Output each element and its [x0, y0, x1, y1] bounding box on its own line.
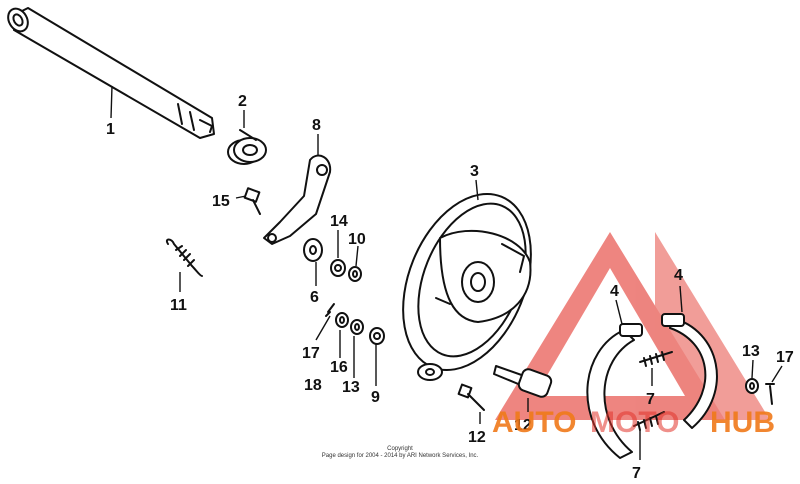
callout-6: 6 [310, 289, 319, 306]
callout-13-right: 13 [742, 343, 760, 360]
part-spring-11 [165, 238, 203, 277]
part-nut-16 [335, 312, 349, 328]
watermark-text-moto: MOTO [590, 406, 679, 439]
callout-17-right: 17 [776, 349, 794, 366]
part-cam-shaft [493, 365, 553, 398]
callout-9: 9 [371, 389, 380, 406]
callout-4-left: 4 [610, 283, 619, 300]
callout-8: 8 [312, 117, 321, 134]
part-collar [227, 129, 267, 165]
part-spring-7-upper [639, 351, 673, 367]
part-washer-14 [330, 259, 346, 277]
callout-17-left: 17 [302, 345, 320, 362]
callout-2: 2 [238, 93, 247, 110]
copyright-line-2: Page design for 2004 - 2014 by ARI Netwo… [321, 453, 479, 459]
part-brake-shoe-right [661, 313, 718, 429]
part-washer-13-right [745, 378, 759, 394]
callout-15: 15 [212, 193, 230, 210]
callout-7-lower: 7 [632, 465, 641, 482]
part-cotter-pin-17-right [765, 383, 775, 405]
part-washer-13 [350, 319, 364, 335]
part-washer-6 [303, 238, 323, 262]
part-washer-9 [369, 327, 385, 345]
watermark-text-auto: AUTO [492, 406, 576, 439]
part-axle [7, 7, 215, 139]
callout-14: 14 [330, 213, 348, 230]
callout-10: 10 [348, 231, 366, 248]
callout-16: 16 [330, 359, 348, 376]
callout-11: 11 [170, 297, 187, 314]
part-nut-10 [348, 266, 362, 282]
callout-13-left: 13 [342, 379, 360, 396]
part-stopper-arm [263, 154, 332, 245]
callout-1: 1 [106, 121, 115, 138]
callout-12-bolt: 12 [468, 429, 486, 446]
part-bolt-12 [457, 383, 485, 411]
callout-7-upper: 7 [646, 391, 655, 408]
part-bolt-15 [243, 187, 261, 215]
callout-12-cam: 12 [514, 417, 532, 434]
copyright-line-1: Copyright [387, 446, 413, 452]
copyright-notice: Copyright Page design for 2004 - 2014 by… [300, 446, 500, 460]
part-brake-shoe-left [586, 323, 643, 459]
part-brake-panel [402, 192, 532, 381]
callout-4-right: 4 [674, 267, 683, 284]
part-spring-7-lower [633, 411, 665, 431]
part-cotter-pin-17 [325, 303, 335, 317]
callout-3: 3 [470, 163, 479, 180]
callout-18: 18 [304, 377, 322, 394]
watermark-text-hub: HUB [710, 406, 775, 439]
